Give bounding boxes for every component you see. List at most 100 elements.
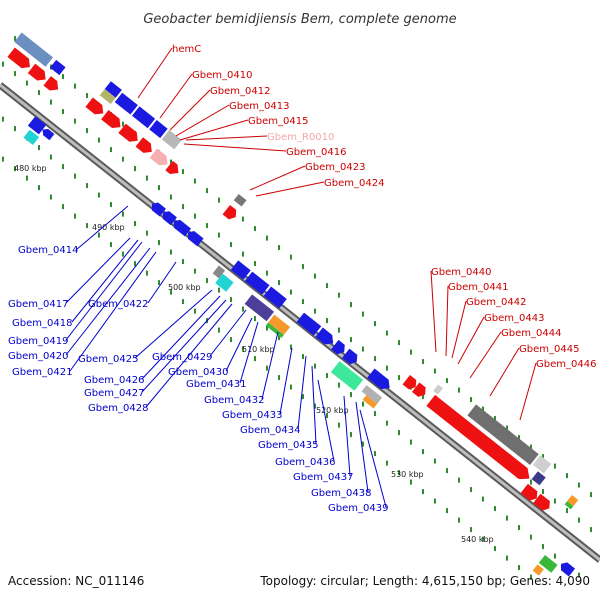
- gene-label: Gbem_0436: [275, 457, 335, 468]
- tick-mark: [38, 145, 40, 151]
- tick-mark: [254, 356, 256, 362]
- tick-mark: [290, 254, 292, 260]
- gene-label: Gbem_0429: [152, 352, 212, 363]
- tick-mark: [242, 346, 244, 352]
- tick-mark: [242, 216, 244, 222]
- leader-line-reverse: [209, 309, 247, 357]
- tick-mark: [242, 306, 244, 312]
- tick-mark: [230, 337, 232, 343]
- tick-mark: [278, 375, 280, 381]
- leader-line-forward: [249, 165, 306, 191]
- tick-mark: [506, 515, 508, 521]
- tick-mark: [62, 164, 64, 170]
- tick-mark: [338, 422, 340, 428]
- leader-line-reverse: [279, 347, 293, 415]
- tick-mark: [530, 534, 532, 540]
- forward-gene-labels: hemC Gbem_0410 Gbem_0412 Gbem_0413 Gbem_…: [172, 44, 596, 370]
- gene-label: Gbem_0423: [305, 162, 365, 173]
- tick-mark: [350, 337, 352, 343]
- tick-mark: [554, 463, 556, 469]
- leader-line-forward: [469, 331, 502, 379]
- tick-mark: [542, 489, 544, 495]
- tick-mark: [290, 344, 292, 350]
- tick-mark: [170, 194, 172, 200]
- gene-label: Gbem_0445: [519, 344, 579, 355]
- tick-mark: [266, 270, 268, 276]
- tick-mark: [14, 126, 16, 132]
- tick-mark: [38, 90, 40, 96]
- tick-mark: [386, 460, 388, 466]
- leader-line-reverse: [355, 401, 369, 493]
- tick-mark: [38, 185, 40, 191]
- gene-label: Gbem_0443: [484, 313, 544, 324]
- tick-mark: [398, 470, 400, 476]
- leader-line-forward: [451, 300, 467, 359]
- leader-line-forward: [185, 135, 268, 141]
- scale-label: 490 kbp: [92, 223, 125, 232]
- tick-mark: [422, 359, 424, 365]
- tick-mark: [182, 169, 184, 175]
- tick-mark: [254, 261, 256, 267]
- tick-mark: [590, 492, 592, 498]
- tick-mark: [194, 308, 196, 314]
- tick-mark: [194, 178, 196, 184]
- tick-mark: [194, 213, 196, 219]
- leader-line-reverse: [225, 317, 253, 372]
- gene-label: Gbem_0414: [18, 245, 78, 256]
- leader-line-forward: [430, 270, 437, 353]
- gene-label: Gbem_0426: [84, 375, 144, 386]
- tick-mark: [530, 444, 532, 450]
- tick-mark: [134, 221, 136, 227]
- tick-mark: [158, 280, 160, 286]
- tick-mark: [542, 454, 544, 460]
- tick-mark: [182, 204, 184, 210]
- tick-mark: [530, 479, 532, 485]
- tick-mark: [326, 373, 328, 379]
- tick-mark: [554, 553, 556, 559]
- tick-mark: [506, 425, 508, 431]
- tick-mark: [302, 299, 304, 305]
- tick-mark: [290, 289, 292, 295]
- leader-line-reverse: [75, 205, 129, 251]
- tick-mark: [26, 80, 28, 86]
- scale-label: 540 kbp: [461, 535, 494, 544]
- tick-mark: [14, 166, 16, 172]
- gene-label: Gbem_0437: [293, 472, 353, 483]
- leader-line-reverse: [311, 365, 317, 445]
- tick-mark: [566, 508, 568, 514]
- tick-mark: [494, 546, 496, 552]
- gene-cluster-5: [151, 202, 204, 247]
- scale-label: 530 kbp: [391, 470, 424, 479]
- leader-line-forward: [489, 347, 520, 397]
- tick-mark: [134, 261, 136, 267]
- label-leader-lines: [65, 47, 537, 508]
- gene-cluster-6: [212, 260, 390, 409]
- tick-mark: [470, 527, 472, 533]
- map-title: Geobacter bemidjiensis Bem, complete gen…: [143, 12, 456, 27]
- tick-mark: [134, 166, 136, 172]
- tick-mark: [362, 441, 364, 447]
- tick-mark: [278, 245, 280, 251]
- gene-label: Gbem_0431: [186, 379, 246, 390]
- tick-mark: [446, 378, 448, 384]
- gene-label: Gbem_0444: [501, 328, 561, 339]
- tick-mark: [146, 270, 148, 276]
- leader-line-forward: [255, 181, 325, 197]
- tick-mark: [26, 175, 28, 181]
- tick-mark: [110, 242, 112, 248]
- gene-label: Gbem_0413: [229, 101, 289, 112]
- leader-line-reverse: [65, 237, 131, 304]
- tick-mark: [590, 527, 592, 533]
- tick-mark: [410, 349, 412, 355]
- scale-label: 500 kbp: [168, 283, 201, 292]
- tick-mark: [578, 572, 580, 578]
- tick-mark: [338, 292, 340, 298]
- tick-mark: [458, 387, 460, 393]
- leader-line-forward: [183, 143, 287, 152]
- tick-mark: [362, 311, 364, 317]
- gene-label: Gbem_0427: [84, 388, 144, 399]
- tick-mark: [122, 156, 124, 162]
- tick-mark: [278, 335, 280, 341]
- tick-mark: [302, 394, 304, 400]
